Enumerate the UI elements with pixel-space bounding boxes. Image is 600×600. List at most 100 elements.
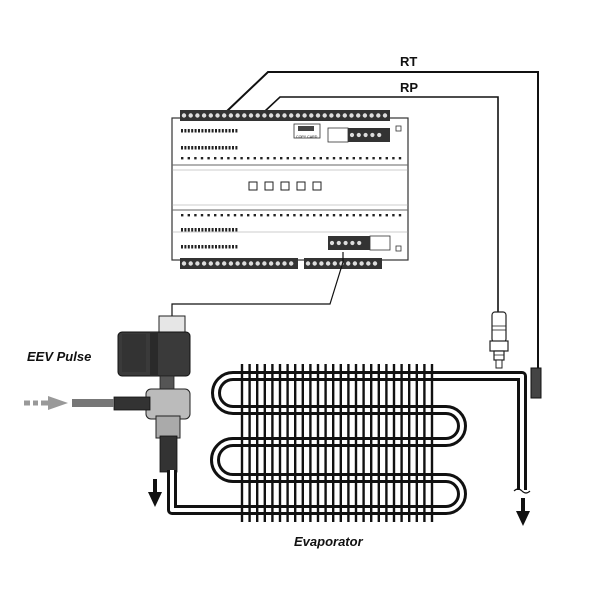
terminal-screw — [336, 240, 341, 246]
vent-dot — [392, 214, 395, 217]
vent-dot — [260, 157, 263, 160]
vent-dot — [214, 157, 217, 160]
terminal-screw — [208, 113, 213, 118]
terminal-screw — [255, 261, 260, 266]
terminal-screw — [275, 113, 280, 118]
terminal-screw — [332, 261, 337, 266]
terminal-screw — [349, 113, 354, 118]
pressure-transducer-icon — [489, 311, 509, 369]
vent-dot — [240, 214, 243, 217]
vent-dot — [299, 157, 303, 160]
vent-dot — [235, 245, 238, 249]
vent-dot — [220, 214, 223, 217]
terminal-screw — [188, 113, 193, 118]
terminal-screw — [248, 261, 254, 266]
terminal-screw — [295, 113, 301, 118]
vent-dot — [332, 157, 336, 160]
vent-dot — [204, 146, 207, 150]
vent-dot — [235, 129, 238, 133]
vent-dot — [225, 245, 228, 249]
vent-dot — [227, 214, 230, 217]
terminal-screw — [195, 113, 200, 118]
vent-dot — [221, 245, 224, 249]
vent-dot — [194, 228, 197, 232]
terminal-screw — [255, 113, 260, 118]
vent-dot — [365, 157, 369, 160]
vent-dot — [280, 157, 283, 160]
terminal-screw — [268, 113, 274, 118]
controller-icon: COPY CARD — [171, 110, 409, 269]
terminal-screw — [262, 113, 267, 118]
terminal-screw — [357, 240, 362, 246]
vent-dot — [204, 245, 207, 249]
vent-dot — [218, 228, 221, 232]
vent-dot — [352, 214, 355, 217]
vent-dot — [260, 214, 263, 217]
vent-dot — [233, 157, 237, 160]
vent-dot — [326, 157, 329, 160]
terminal-screw — [343, 240, 348, 246]
vent-dot — [211, 129, 214, 133]
terminal-screw — [319, 261, 324, 266]
terminal-screw — [335, 113, 341, 118]
vent-dot — [293, 157, 296, 160]
vent-dot — [211, 228, 214, 232]
terminal-screw — [215, 261, 220, 266]
vent-dot — [228, 146, 231, 150]
vent-dot — [208, 228, 211, 232]
eev-pulse-label: EEV Pulse — [27, 349, 91, 364]
vent-dot — [194, 129, 197, 133]
terminal-screw — [329, 240, 335, 246]
terminal-screw — [275, 261, 280, 266]
vent-dot — [233, 214, 237, 217]
terminal-screw — [342, 113, 347, 118]
vent-dot — [187, 228, 190, 232]
vent-dot — [221, 228, 224, 232]
vent-dot — [221, 146, 224, 150]
terminal-screw — [222, 113, 227, 118]
terminal-screw — [363, 132, 368, 138]
vent-dot — [235, 146, 238, 150]
vent-dot — [211, 245, 214, 249]
terminal-screw — [356, 113, 361, 118]
terminal-screw — [329, 113, 334, 118]
terminal-screw — [350, 240, 355, 246]
vent-dot — [280, 214, 283, 217]
vent-dot — [215, 228, 217, 232]
vent-dot — [253, 214, 256, 217]
vent-dot — [339, 157, 342, 160]
terminal-screw — [362, 113, 368, 118]
vent-dot — [379, 157, 382, 160]
vent-dot — [198, 146, 200, 150]
vent-dot — [232, 146, 234, 150]
terminal-screw — [188, 261, 193, 266]
vent-dot — [286, 157, 289, 160]
vent-dot — [181, 228, 183, 232]
vent-dot — [232, 228, 234, 232]
controller-eev-terminal-block — [328, 236, 370, 250]
terminal-screw — [235, 261, 240, 266]
vent-dot — [191, 129, 194, 133]
terminal-screw — [248, 113, 254, 118]
vent-dot — [215, 129, 217, 133]
terminal-screw — [215, 113, 220, 118]
rp-wire — [263, 96, 499, 312]
vent-dot — [201, 228, 204, 232]
valve-outlet-arrow — [148, 479, 162, 507]
vent-dot — [232, 245, 234, 249]
vent-dot — [208, 129, 211, 133]
vent-dot — [194, 214, 197, 217]
terminal-screw — [376, 113, 381, 118]
vent-dot — [201, 129, 204, 133]
liquid-inlet-arrow — [24, 396, 68, 410]
vent-dot — [181, 146, 183, 150]
terminal-screw — [208, 261, 213, 266]
vent-dot — [191, 146, 194, 150]
vent-dot — [372, 214, 375, 217]
vent-dot — [228, 129, 231, 133]
terminal-screw — [228, 113, 234, 118]
vent-dot — [191, 228, 194, 232]
vent-dot — [208, 245, 211, 249]
vent-dot — [319, 214, 322, 217]
rp-label: RP — [400, 80, 418, 95]
